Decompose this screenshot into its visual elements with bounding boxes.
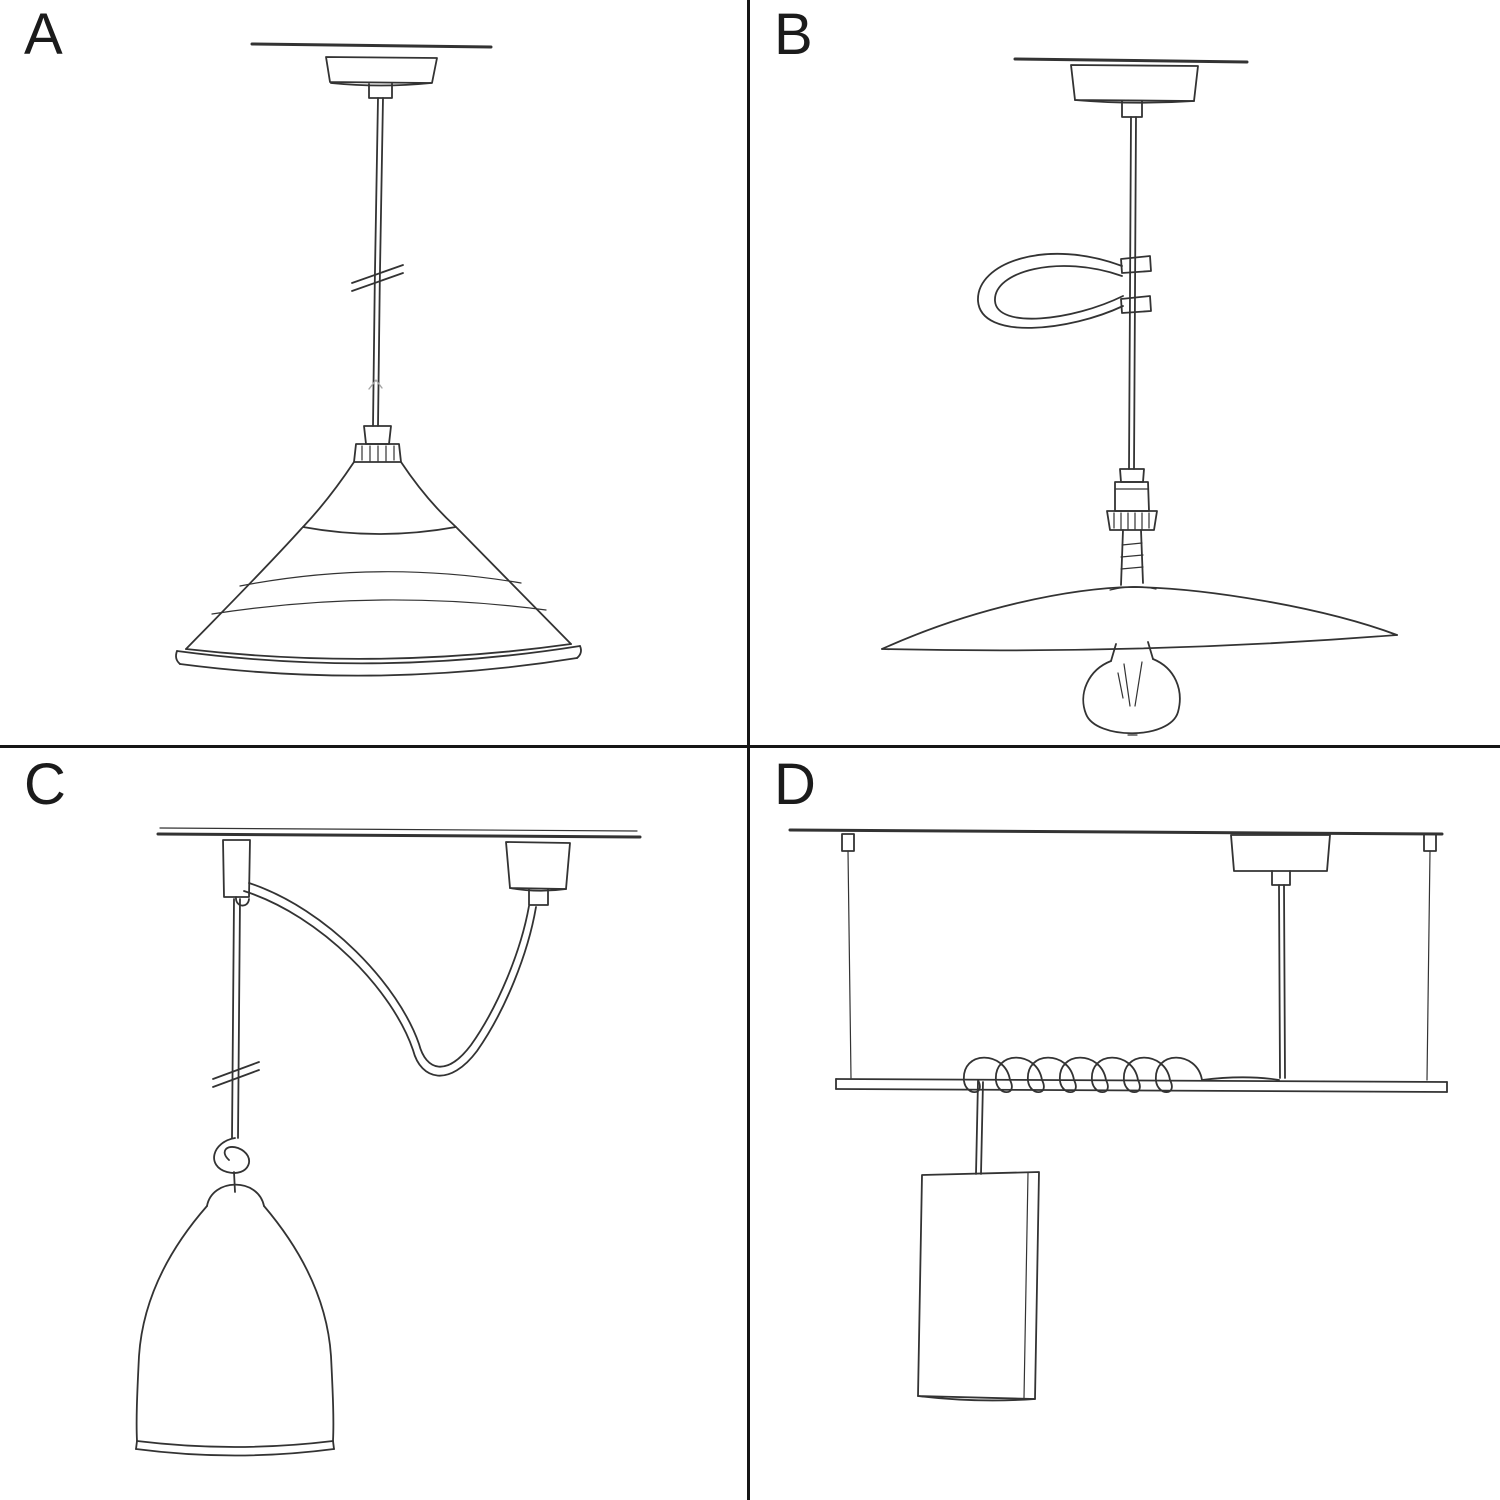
pendant-sketch-d <box>788 828 1448 1402</box>
ceiling-rose <box>325 56 438 99</box>
ceiling-line <box>156 827 642 839</box>
panel-b: B <box>750 0 1500 750</box>
bell-dome-shade <box>135 1183 335 1457</box>
flat-plate-shade <box>881 586 1398 652</box>
cable-knot <box>213 1137 250 1193</box>
pendant-sketch-a <box>175 42 582 677</box>
horizontal-divider <box>0 745 1500 748</box>
pendant-cable <box>368 97 384 427</box>
cable-length-mark <box>212 1061 260 1088</box>
lamp-holder <box>353 425 402 463</box>
panel-b-label: B <box>774 2 814 67</box>
pendant-sketch-b <box>881 57 1398 736</box>
ceiling-rose <box>1070 64 1199 118</box>
panel-d: D <box>750 750 1500 1500</box>
industrial-bowl-shade <box>175 461 582 677</box>
panel-d-label: D <box>774 752 817 817</box>
cylinder-shade <box>917 1171 1040 1402</box>
cable-length-mark <box>351 264 404 292</box>
panel-a: A <box>0 0 750 750</box>
panel-c: C <box>0 750 750 1500</box>
ceiling-line <box>788 828 1444 836</box>
pendant-cable <box>1278 884 1286 1079</box>
ceiling-rose <box>1230 834 1331 886</box>
ceiling-hook <box>222 839 251 907</box>
coiled-cable <box>963 1056 1280 1094</box>
ceiling-rose <box>505 841 571 906</box>
cable-hook <box>977 252 1152 329</box>
pendant-cable <box>1128 116 1137 470</box>
panel-c-label: C <box>24 752 67 817</box>
drop-cable <box>975 1080 984 1175</box>
swag-cable <box>243 882 537 1077</box>
drop-cable <box>231 898 241 1139</box>
vertical-divider <box>747 0 750 1500</box>
light-bulb <box>1082 641 1181 736</box>
panel-a-label: A <box>24 2 64 67</box>
suspension-bar <box>835 1078 1448 1093</box>
ceiling-line <box>1013 57 1249 64</box>
pendant-sketch-c <box>135 827 642 1457</box>
suspension-wires <box>841 833 1437 1081</box>
lamp-holder <box>1106 468 1158 586</box>
ceiling-line <box>250 42 493 49</box>
